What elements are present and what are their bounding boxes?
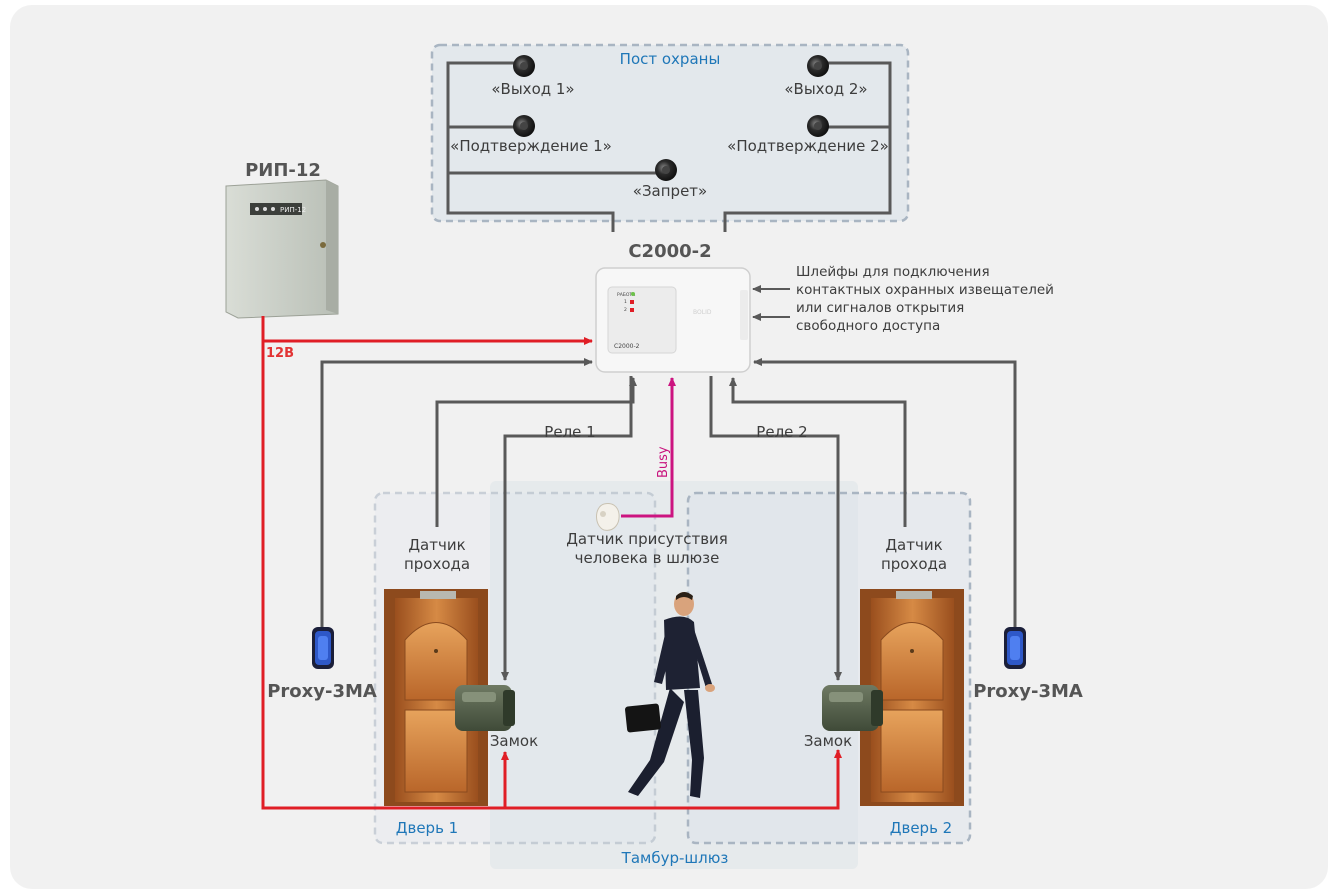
- exit2-button-icon: [807, 55, 829, 77]
- loops-note-line-2: контактных охранных извещателей: [796, 282, 1054, 298]
- loops-note-line-1: Шлейфы для подключения: [796, 264, 990, 280]
- door1-label: Дверь 1: [396, 819, 458, 837]
- confirm2-button-icon: [807, 115, 829, 137]
- reader-left-label: Proxy-3MA: [267, 681, 377, 702]
- guard-post-title: Пост охраны: [620, 50, 721, 68]
- led-label-2: 2: [624, 307, 627, 313]
- exit2-label: «Выход 2»: [784, 80, 867, 98]
- psu-title: РИП-12: [245, 160, 321, 181]
- lock-left-icon: [455, 685, 515, 731]
- exit1-button-icon: [513, 55, 535, 77]
- airlock-label: Тамбур-шлюз: [621, 849, 729, 867]
- signal-wiring: [320, 358, 1017, 681]
- lock-right-icon: [822, 685, 883, 731]
- led-label-1: 1: [624, 299, 627, 305]
- controller-title: С2000-2: [628, 241, 711, 262]
- presence-sensor-label-2: человека в шлюзе: [575, 549, 720, 567]
- door-right-icon: [860, 589, 964, 806]
- deny-label: «Запрет»: [633, 182, 707, 200]
- presence-sensor-icon: [596, 503, 620, 531]
- controller-brand: BOLID: [693, 309, 712, 316]
- loops-note-line-4: свободного доступа: [796, 318, 940, 334]
- relay1-label: Реле 1: [544, 423, 595, 441]
- door-sensor-left-label-2: прохода: [404, 555, 470, 573]
- person-figure: [625, 592, 715, 798]
- confirm1-label: «Подтверждение 1»: [450, 137, 612, 155]
- loops-note: Шлейфы для подключения контактных охранн…: [752, 264, 1054, 334]
- relay2-label: Реле 2: [756, 423, 807, 441]
- access-control-diagram: Пост охраны «Выход 1» «Выход 2» «Подтвер…: [225, 43, 1083, 869]
- led-2-icon: [630, 308, 634, 312]
- diagram-canvas: Пост охраны «Выход 1» «Выход 2» «Подтвер…: [10, 5, 1328, 889]
- led-label-work: РАБОТА: [617, 292, 636, 298]
- door-sensor-right-label-2: прохода: [881, 555, 947, 573]
- led-1-icon: [630, 300, 634, 304]
- power-wiring: [261, 316, 842, 810]
- deny-button-icon: [655, 159, 677, 181]
- controller-device: РАБОТА 1 2 С2000-2 BOLID: [595, 267, 751, 373]
- busy-label: Busy: [656, 446, 671, 478]
- door-sensor-left-label-1: Датчик: [408, 536, 465, 554]
- psu-panel-label: РИП-12: [280, 206, 306, 214]
- guard-post-wiring: [446, 61, 892, 232]
- lock-left-label: Замок: [490, 732, 538, 750]
- presence-sensor-label-1: Датчик присутствия: [566, 530, 728, 548]
- voltage-label: 12В: [266, 346, 294, 361]
- reader-left-icon: [312, 627, 334, 669]
- exit1-label: «Выход 1»: [491, 80, 574, 98]
- reader-right-label: Proxy-3MA: [973, 681, 1083, 702]
- psu-device: РИП-12: [225, 179, 339, 319]
- loops-note-line-3: или сигналов открытия: [796, 300, 964, 316]
- confirm1-button-icon: [513, 115, 535, 137]
- reader-right-icon: [1004, 627, 1026, 669]
- door2-label: Дверь 2: [890, 819, 952, 837]
- led-work-icon: [631, 292, 635, 296]
- confirm2-label: «Подтверждение 2»: [727, 137, 889, 155]
- door-sensor-right-label-1: Датчик: [885, 536, 942, 554]
- controller-body-label: С2000-2: [614, 343, 640, 350]
- lock-right-label: Замок: [804, 732, 852, 750]
